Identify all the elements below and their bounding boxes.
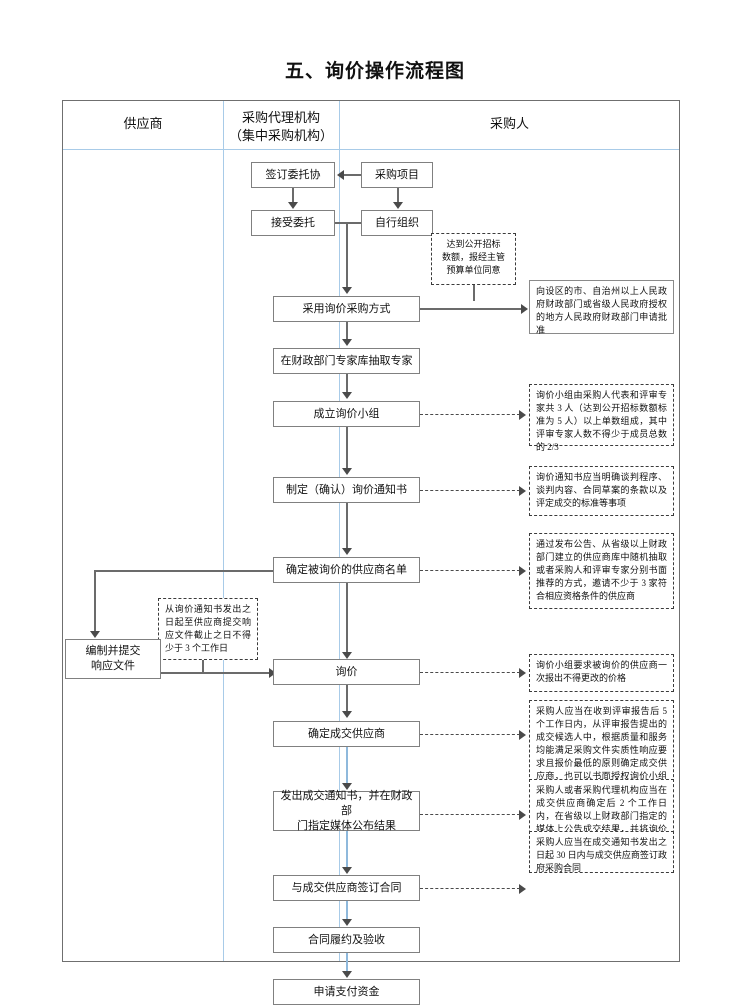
connector-inquiry-to-note [420,672,520,673]
arrowhead-inquiry-to-note [519,668,526,678]
arrowhead-sign-to-accept [288,202,298,209]
connector-suppliers-to-prepare-v [94,570,96,633]
node-adopt-inquiry[interactable]: 采用询价采购方式 [273,296,420,322]
connector-suppliers-to-note [420,570,520,571]
connector-perform-to-payment [346,953,348,973]
connector-adopt-to-approval [420,308,523,310]
lane-divider-supplier-agency [223,101,224,961]
note-one-time-price: 询价小组要求被询价的供应商一次报出不得更改的价格 [529,654,674,692]
arrowhead-merge-to-adopt [342,287,352,294]
connector-notice-to-suppliers [346,503,348,550]
connector-notice-to-note [420,490,520,491]
page-title: 五、询价操作流程图 [284,61,465,82]
connector-issue-to-note [420,814,520,815]
connector-group-to-note [420,414,520,415]
node-prepare-response-line2: 响应文件 [91,660,135,672]
lane-header-agency-line1: 采购代理机构 [241,110,320,125]
node-issue-notice[interactable]: 发出成交通知书，并在财政部 门指定媒体公布结果 [273,789,420,832]
arrowhead-issue-to-contract [342,867,352,874]
lane-header-rule [63,149,679,150]
node-determine-winner[interactable]: 确定成交供应商 [273,721,420,747]
arrowhead-perform-to-payment [342,971,352,978]
node-draw-experts[interactable]: 在财政部门专家库抽取专家 [273,348,420,374]
connector-suppliers-to-prepare-h [94,570,273,572]
arrowhead-issue-to-note [519,810,526,820]
arrowhead-contract-to-perform [342,919,352,926]
connector-winner-to-issue [346,747,348,785]
node-issue-notice-line1: 发出成交通知书，并在财政部 [280,789,413,817]
node-sign-entrust[interactable]: 签订委托协 [251,162,335,188]
flowchart-frame: 供应商 采购代理机构 （集中采购机构） 采购人 签订委托协 采购项目 接受委托 … [62,100,680,1005]
arrowhead-project-to-sign [337,170,344,180]
node-form-group[interactable]: 成立询价小组 [273,401,420,427]
node-issue-notice-line2: 门指定媒体公布结果 [297,819,396,832]
arrowhead-suppliers-to-note [519,566,526,576]
arrowhead-adopt-to-approval [521,304,528,314]
note-open-tender-threshold-line3: 预算单位同意 [446,265,501,275]
lane-header-supplier: 供应商 [123,116,163,131]
lane-header-purchaser: 采购人 [489,116,529,131]
note-group-composition: 询价小组由采购人代表和评审专家共 3 人（达到公开招标数额标准为 5 人）以上单… [529,384,674,452]
arrowhead-draw-to-form [342,392,352,399]
arrowhead-contract-to-note [519,884,526,894]
connector-inquiry-to-winner [346,685,348,713]
arrowhead-suppliers-to-inquiry [342,652,352,659]
arrowhead-notice-to-note [519,486,526,496]
connector-contract-to-note [420,888,520,889]
node-sign-contract[interactable]: 与成交供应商签订合同 [273,875,420,901]
connector-adopt-to-draw [346,322,348,341]
note-open-tender-threshold-line2: 数额，报经主管 [441,252,505,262]
connector-contract-to-perform [346,901,348,921]
connector-issue-to-contract [346,831,348,869]
connector-draw-to-form [346,374,348,394]
note-contract-deadline: 采购人应当在成交通知书发出之日起 30 日内与成交供应商签订政府采购合同 [529,831,674,873]
note-supplier-selection: 通过发布公告、从省级以上财政部门建立的供应商库中随机抽取或者采购人和评审专家分别… [529,533,674,609]
node-apply-payment[interactable]: 申请支付资金 [273,979,420,1005]
note-apply-approval: 向设区的市、自治州以上人民政府财政部门或省级人民政府授权的地方人民政府财政部门申… [529,280,674,335]
node-accept-entrust[interactable]: 接受委托 [251,210,335,236]
connector-accept-merge [335,222,361,224]
node-self-organize[interactable]: 自行组织 [361,210,433,236]
connector-winner-to-note [420,734,520,735]
note-open-tender-threshold-line1: 达到公开招标 [446,239,501,249]
arrowhead-winner-to-note [519,730,526,740]
lane-header-agency-line2: （集中采购机构） [228,128,333,143]
arrowhead-winner-to-issue [342,783,352,790]
lane-header-agency: 采购代理机构 （集中采购机构） [223,109,339,145]
note-open-tender-threshold: 达到公开招标 数额，报经主管 预算单位同意 [431,233,516,285]
node-inquiry[interactable]: 询价 [273,659,420,685]
arrowhead-project-to-self [393,202,403,209]
connector-threshold-stem [473,285,475,301]
node-procurement-project[interactable]: 采购项目 [361,162,433,188]
note-notice-content: 询价通知书应当明确谈判程序、谈判内容、合同草案的条款以及评定成交的标准等事项 [529,466,674,516]
node-perform-accept[interactable]: 合同履约及验收 [273,927,420,953]
node-prepare-response-line1: 编制并提交 [85,645,141,657]
connector-prepare-to-inquiry [161,672,273,674]
arrowhead-group-to-note [519,410,526,420]
arrowhead-notice-to-suppliers [342,548,352,555]
node-prepare-response[interactable]: 编制并提交 响应文件 [65,639,161,679]
connector-sign-to-accept [292,188,294,203]
connector-project-to-sign [344,174,361,176]
connector-suppliers-to-inquiry [346,583,348,655]
connector-group-to-notice [346,427,348,470]
lane-divider-agency-purchaser [339,101,340,961]
note-response-deadline: 从询价通知书发出之日起至供应商提交响应文件截止之日不得少于 3 个工作日 [158,598,258,660]
arrowhead-suppliers-to-prepare [90,631,100,638]
connector-deadline-stem [202,660,204,673]
node-make-notice[interactable]: 制定（确认）询价通知书 [273,477,420,503]
arrowhead-prepare-to-inquiry [269,668,276,678]
connector-project-to-self [397,188,399,203]
arrowhead-group-to-notice [342,468,352,475]
connector-merge-down [346,222,348,289]
arrowhead-inquiry-to-winner [342,711,352,718]
node-determine-suppliers[interactable]: 确定被询价的供应商名单 [273,557,420,583]
arrowhead-adopt-to-draw [342,339,352,346]
